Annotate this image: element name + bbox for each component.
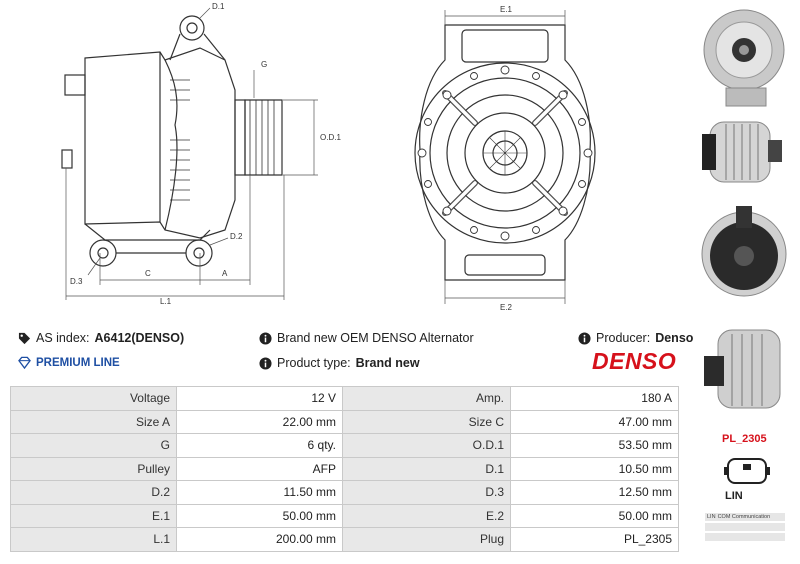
photo-angle-view[interactable]: [696, 322, 792, 422]
plug-type-label: LIN: [725, 490, 743, 502]
spec-label: Plug: [342, 527, 511, 552]
pulley-grooves: [244, 99, 283, 176]
label-c: C: [145, 269, 151, 278]
spec-value: 22.00 mm: [176, 409, 343, 434]
producer-row: Producer: Denso: [578, 331, 693, 345]
product-type-label: Product type:: [277, 356, 351, 370]
spec-value: 50.00 mm: [510, 503, 679, 528]
spec-value: 11.50 mm: [176, 480, 343, 505]
spec-value: 47.00 mm: [510, 409, 679, 434]
info-icon: [259, 356, 272, 370]
info-icon: [578, 331, 591, 345]
front-view-housing: [414, 62, 596, 244]
photo-side-view[interactable]: [696, 110, 792, 194]
label-a: A: [222, 269, 228, 278]
label-d2: D.2: [230, 232, 243, 241]
pin-name: LIN: [707, 514, 716, 520]
spec-label: E.1: [10, 503, 177, 528]
technical-drawing: D.1 G O.D.1 D.2 D.3 C A L.1: [61, 2, 596, 312]
spec-label: Amp.: [342, 386, 511, 411]
spec-value: 53.50 mm: [510, 433, 679, 458]
denso-logo: DENSO: [592, 348, 677, 374]
diamond-icon: [18, 356, 31, 369]
spec-value: 12.50 mm: [510, 480, 679, 505]
product-type-row: Product type: Brand new: [259, 356, 420, 370]
as-index-value: A6412(DENSO): [94, 331, 185, 345]
label-e2: E.2: [500, 303, 513, 312]
label-l1: L.1: [160, 297, 172, 306]
spec-label: Size C: [342, 409, 511, 434]
spec-label: D.1: [342, 456, 511, 481]
info-icon: [259, 331, 272, 345]
photo-front-view[interactable]: [696, 4, 792, 108]
producer-label: Producer:: [596, 331, 651, 345]
spec-value: 50.00 mm: [176, 503, 343, 528]
photo-rear-view[interactable]: [696, 204, 792, 308]
spec-label: D.3: [342, 480, 511, 505]
producer-value: Denso: [655, 331, 694, 345]
product-type-value: Brand new: [355, 356, 420, 370]
spec-label: E.2: [342, 503, 511, 528]
spec-value: AFP: [176, 456, 343, 481]
pin-function: COM Communication: [717, 514, 771, 520]
spec-value: PL_2305: [510, 527, 679, 552]
label-od1: O.D.1: [320, 133, 341, 142]
premium-line-badge: PREMIUM LINE: [18, 356, 120, 369]
spec-value: 200.00 mm: [176, 527, 343, 552]
spec-label: Voltage: [10, 386, 177, 411]
spec-label: Size A: [10, 409, 177, 434]
spec-label: D.2: [10, 480, 177, 505]
plug-pin-table: LIN COM Communication: [705, 513, 785, 543]
spec-label: L.1: [10, 527, 177, 552]
plug-connector-icon: [724, 458, 770, 484]
plug-code[interactable]: PL_2305: [722, 433, 767, 445]
description-text: Brand new OEM DENSO Alternator: [277, 331, 474, 345]
as-index-label: AS index:: [36, 331, 90, 345]
label-e1: E.1: [500, 5, 513, 14]
spec-label: O.D.1: [342, 433, 511, 458]
spec-label: G: [10, 433, 177, 458]
pin-row-empty: [705, 523, 785, 531]
premium-line-label: PREMIUM LINE: [36, 356, 120, 369]
as-index-row: AS index: A6412(DENSO): [18, 331, 184, 345]
product-photos: [690, 0, 800, 564]
label-g: G: [261, 60, 267, 69]
spec-value: 180 A: [510, 386, 679, 411]
spec-value: 6 qty.: [176, 433, 343, 458]
label-d1: D.1: [212, 2, 225, 11]
pin-row-empty: [705, 533, 785, 541]
tag-icon: [18, 332, 31, 344]
spec-label: Pulley: [10, 456, 177, 481]
label-d3: D.3: [70, 277, 83, 286]
spec-value: 12 V: [176, 386, 343, 411]
description-row: Brand new OEM DENSO Alternator: [259, 331, 474, 345]
pin-row: LIN COM Communication: [705, 513, 785, 521]
spec-value: 10.50 mm: [510, 456, 679, 481]
